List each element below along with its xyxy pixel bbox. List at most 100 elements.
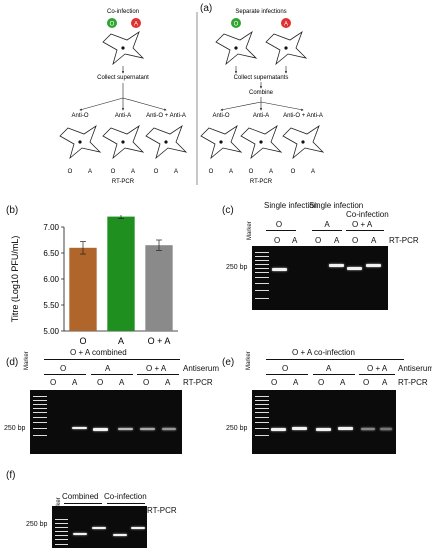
y-tick-label: 6.00 [43, 275, 59, 284]
x-tick-label: O [79, 336, 86, 346]
right-anti-a: Anti-A [253, 113, 269, 119]
gel-e-band [380, 428, 392, 430]
gel-f-group-1: Combined [62, 492, 99, 501]
bar [69, 247, 97, 331]
right-oa-4: A [269, 169, 273, 175]
gel-e-lane-4: A [340, 378, 346, 387]
left-oa-4: A [131, 169, 135, 175]
gel-d-marker: Marker [24, 351, 30, 370]
gel-e-lane-6: A [382, 378, 388, 387]
gel-e-group-1: O [282, 364, 289, 373]
gel-c-band [272, 268, 287, 271]
right-oa-5: O [291, 169, 296, 175]
gel-f-rtpcr: RT-PCR [147, 506, 177, 515]
left-oa-1: O [68, 169, 73, 175]
gel-e-image [252, 390, 396, 454]
gel-d-group-2: A [105, 364, 111, 373]
gel-f-image [52, 506, 147, 548]
left-oa-5: O [154, 169, 159, 175]
gel-e-group-2: A [326, 364, 332, 373]
gel-c-lane-5: O [352, 236, 359, 245]
gel-f-band [92, 527, 106, 529]
right-virus-o: O [234, 22, 239, 28]
left-step1: Collect supernatant [97, 75, 149, 81]
bar [107, 216, 135, 331]
gel-c-lane-4: A [334, 236, 340, 245]
gel-d-antiserum: Antiserum [183, 364, 220, 373]
gel-e-band [316, 428, 331, 431]
gel-c-sub-3: O + A [352, 220, 373, 229]
gel-c-rtpcr: RT-PCR [389, 236, 419, 245]
gel-c-image [252, 246, 388, 310]
right-oa-6: A [311, 169, 315, 175]
virus-a-label: A [134, 22, 138, 28]
y-tick-label: 5.00 [43, 327, 59, 336]
gel-d-bp: 250 bp [4, 425, 26, 432]
gel-c-bp: 250 bp [226, 264, 248, 271]
gel-e-lane-3: O [318, 378, 325, 387]
right-anti-oa: Anti-O + Anti-A [283, 113, 323, 119]
infection-diagram: Co-infection O A Collect supernatant Ant… [59, 9, 324, 185]
gel-d-lane-2: A [72, 378, 78, 387]
gel-d-band [72, 427, 87, 429]
gel-d-image [30, 390, 182, 454]
right-oa-3: O [249, 169, 254, 175]
gel-f-group-2: Co-infection [104, 492, 147, 501]
right-virus-a: A [284, 22, 288, 28]
x-tick-label: A [118, 336, 124, 346]
gel-e-antiserum: Antiserum [398, 364, 432, 373]
gel-e-band [271, 428, 286, 431]
gel-d-group-1: O [60, 364, 67, 373]
y-tick-label: 5.50 [43, 301, 59, 310]
gel-d-lane-3: O [97, 378, 104, 387]
virus-o-label: O [110, 22, 115, 28]
gel-e-bp: 250 bp [226, 425, 248, 432]
gel-d-lane-5: O [143, 378, 150, 387]
gel-e-rtpcr: RT-PCR [398, 378, 428, 387]
gel-c-group-1: Single infection [264, 201, 319, 210]
right-step1: Collect supernatants [234, 75, 289, 81]
panel-label-e: (e) [222, 357, 235, 368]
gel-e-band [292, 427, 307, 430]
right-step2: Combine [249, 90, 274, 96]
gel-c-sub-1: O [275, 220, 283, 229]
gel-d-band [162, 428, 176, 430]
y-axis-label: Titre (Log10 PFU/mL) [10, 236, 20, 323]
cell-icon [102, 31, 144, 65]
gel-d-lane-4: A [119, 378, 125, 387]
left-oa-3: O [111, 169, 116, 175]
right-anti-o: Anti-O [212, 113, 229, 119]
panel-label-f: (f) [6, 470, 16, 481]
gel-e-band [338, 427, 353, 430]
gel-c-lane-3: O [315, 236, 322, 245]
gel-d-lane-6: A [165, 378, 171, 387]
gel-f-band [131, 527, 145, 529]
gel-f-bp: 250 bp [26, 521, 48, 528]
gel-d-band [93, 428, 108, 431]
right-title: Separate infections [235, 9, 286, 15]
gel-d-title: O + A combined [70, 348, 127, 357]
panel-label-c: (c) [222, 205, 234, 216]
bar [145, 245, 173, 331]
left-oa-6: A [174, 169, 178, 175]
y-tick-label: 6.50 [43, 249, 59, 258]
gel-c-sub-2: A [324, 220, 330, 229]
gel-c-group-3: Co-infection [346, 210, 389, 219]
gel-f-band [113, 534, 127, 536]
gel-c-lane-1: O [274, 236, 281, 245]
panel-label-a: (a) [200, 3, 213, 14]
gel-c-lane-6: A [371, 236, 377, 245]
left-anti-oa: Anti-O + Anti-A [146, 113, 186, 119]
gel-f-band [73, 533, 87, 535]
left-oa-2: A [88, 169, 92, 175]
right-oa-2: A [229, 169, 233, 175]
gel-e-lane-5: O [363, 378, 370, 387]
left-title: Co-infection [107, 9, 139, 15]
gel-e-title: O + A co-infection [292, 348, 355, 357]
gel-d-rtpcr: RT-PCR [183, 378, 213, 387]
gel-c-marker: Marker [247, 221, 253, 240]
gel-c-band [329, 264, 344, 267]
y-tick-label: 7.00 [43, 223, 59, 232]
gel-d-band [140, 428, 155, 430]
